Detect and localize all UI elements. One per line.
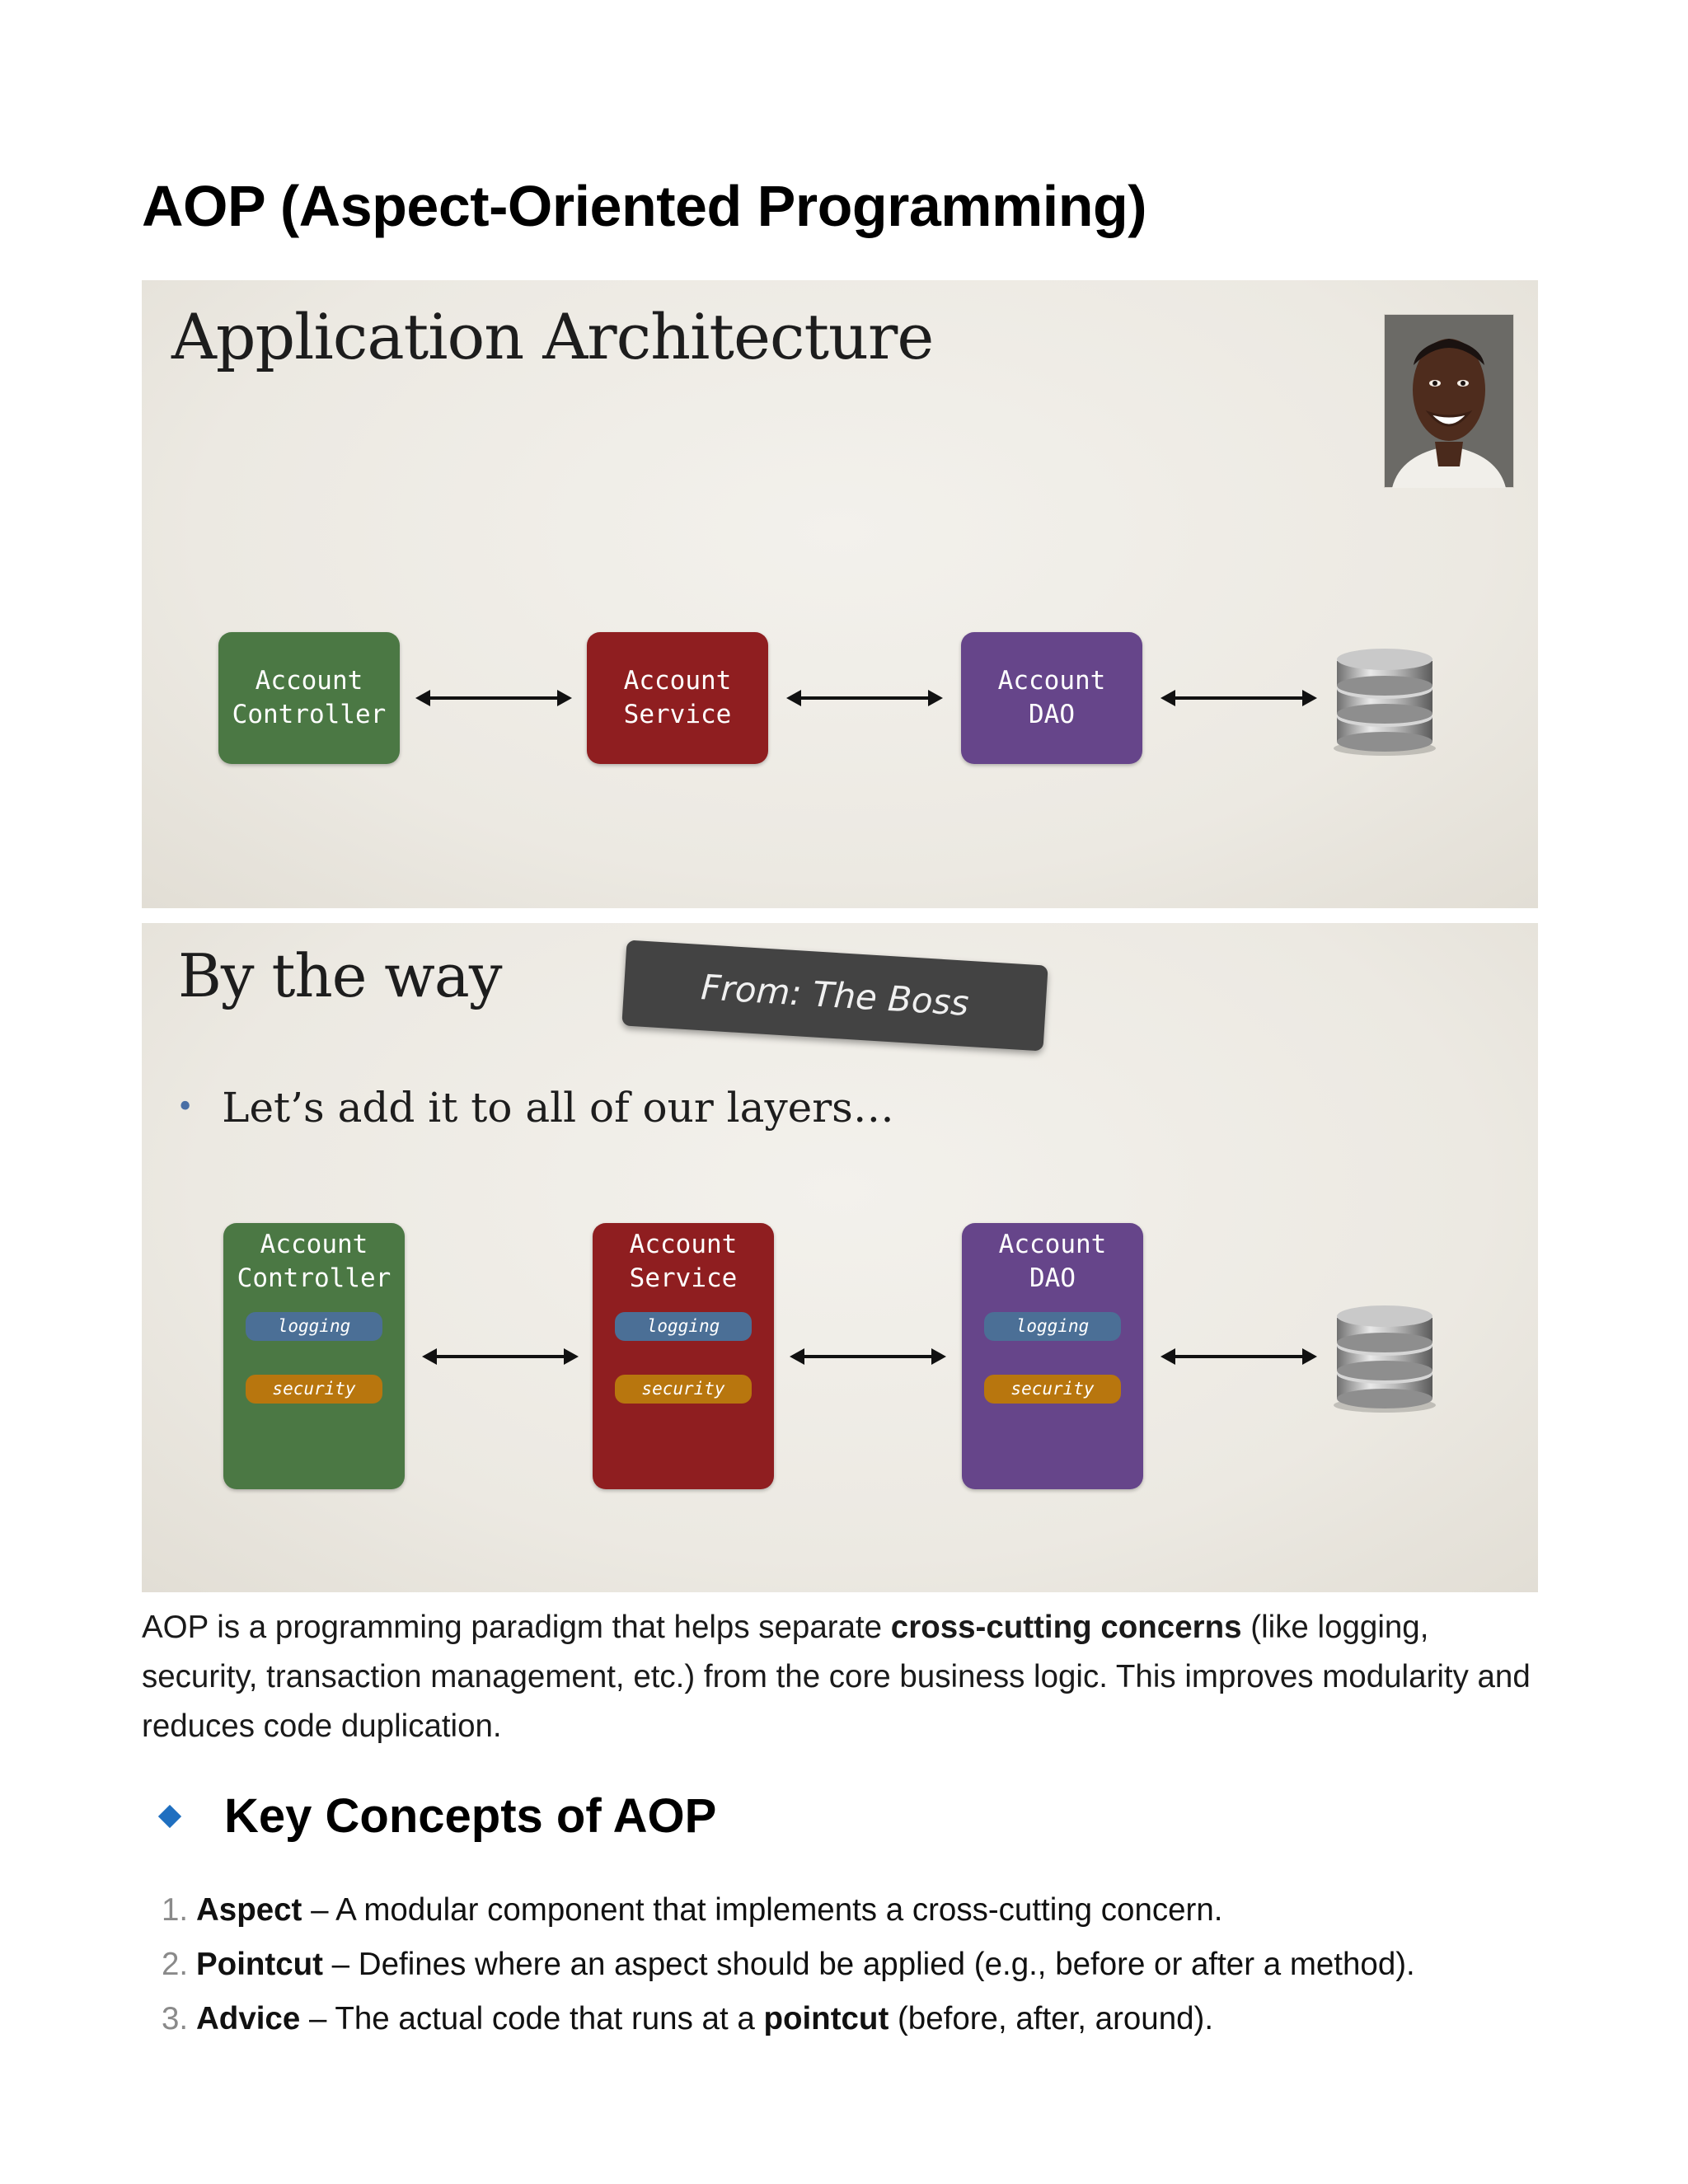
presenter-portrait: [1384, 314, 1514, 488]
list-number: 2.: [162, 1947, 189, 1982]
section-heading-text: Key Concepts of AOP: [224, 1789, 717, 1843]
box-line2: Controller: [232, 700, 387, 729]
slide-bullet: • Let’s add it to all of our layers…: [176, 1084, 894, 1132]
box-line2: Controller: [237, 1263, 392, 1293]
account-service-box: Account Service: [587, 632, 768, 764]
box-line1: Account: [997, 666, 1106, 696]
box-line1: Account: [629, 1230, 738, 1259]
section-heading: Key Concepts of AOP: [157, 1788, 717, 1844]
account-controller-box: Account Controller logging security: [223, 1223, 405, 1489]
box-line1: Account: [998, 1230, 1107, 1259]
list-number: 3.: [162, 2001, 189, 2036]
box-line1: Account: [623, 666, 732, 696]
sticky-note: From: The Boss: [621, 940, 1048, 1052]
slide-heading: By the way: [178, 941, 503, 1010]
list-text: – The actual code that runs at a: [300, 2001, 764, 2036]
logging-pill: logging: [615, 1312, 752, 1341]
double-arrow-icon: [790, 1348, 946, 1365]
account-service-box: Account Service logging security: [593, 1223, 774, 1489]
intro-text: AOP is a programming paradigm that helps…: [142, 1610, 891, 1645]
database-icon: [1334, 1305, 1436, 1413]
double-arrow-icon: [1160, 690, 1317, 706]
diamond-bullet-icon: [157, 1804, 182, 1828]
list-item: 1.Aspect – A modular component that impl…: [162, 1886, 1415, 1940]
box-line2: DAO: [1029, 1263, 1076, 1293]
account-dao-box: Account DAO: [961, 632, 1142, 764]
intro-text-end: (like logging, security, transaction man…: [142, 1610, 1531, 1744]
key-concepts-list: 1.Aspect – A modular component that impl…: [162, 1886, 1415, 2049]
double-arrow-icon: [1160, 1348, 1317, 1365]
account-controller-box: Account Controller: [218, 632, 400, 764]
box-line1: Account: [260, 1230, 368, 1259]
box-line2: DAO: [1029, 700, 1075, 729]
list-term: Pointcut: [196, 1947, 323, 1982]
list-text: – A modular component that implements a …: [302, 1892, 1223, 1928]
list-item: 2.Pointcut – Defines where an aspect sho…: [162, 1940, 1415, 1994]
logging-pill: logging: [984, 1312, 1121, 1341]
intro-bold: cross-cutting concerns: [890, 1610, 1242, 1645]
page-title: AOP (Aspect-Oriented Programming): [142, 174, 1147, 238]
security-pill: security: [615, 1375, 752, 1404]
list-term: Advice: [196, 2001, 301, 2036]
double-arrow-icon: [422, 1348, 579, 1365]
database-icon: [1334, 649, 1436, 756]
intro-paragraph: AOP is a programming paradigm that helps…: [142, 1603, 1543, 1751]
box-line1: Account: [255, 666, 363, 696]
account-dao-box: Account DAO logging security: [962, 1223, 1143, 1489]
slide-application-architecture: Application Architecture Account Control…: [142, 280, 1538, 908]
double-arrow-icon: [415, 690, 572, 706]
logging-pill: logging: [246, 1312, 382, 1341]
list-number: 1.: [162, 1892, 189, 1928]
list-text: – Defines where an aspect should be appl…: [322, 1947, 1415, 1982]
list-term: Aspect: [196, 1892, 302, 1928]
security-pill: security: [984, 1375, 1121, 1404]
bullet-text: Let’s add it to all of our layers…: [222, 1084, 894, 1132]
double-arrow-icon: [786, 690, 943, 706]
security-pill: security: [246, 1375, 382, 1404]
box-line2: Service: [623, 700, 732, 729]
list-bold: pointcut: [763, 2001, 889, 2036]
slide-heading: Application Architecture: [171, 300, 934, 373]
list-item: 3.Advice – The actual code that runs at …: [162, 1994, 1415, 2049]
bullet-dot-icon: •: [176, 1090, 195, 1124]
list-text-end: (before, after, around).: [889, 2001, 1214, 2036]
slide-by-the-way: By the way From: The Boss • Let’s add it …: [142, 923, 1538, 1592]
box-line2: Service: [629, 1263, 738, 1293]
